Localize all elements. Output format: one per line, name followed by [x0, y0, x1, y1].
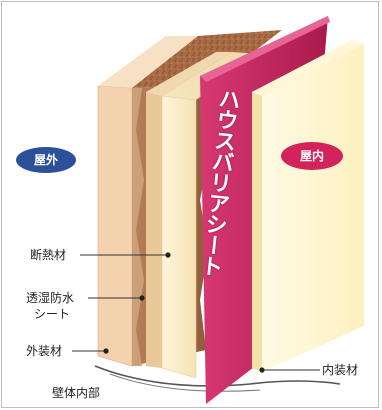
- outdoor-badge-shape: [16, 147, 76, 173]
- interior-material-slab: [252, 40, 364, 372]
- label-interior-material: 内装材: [322, 363, 359, 377]
- label-wall-interior: 壁体内部: [52, 386, 101, 400]
- indoor-badge: 屋内: [299, 149, 324, 163]
- indoor-badge-shape: [281, 142, 343, 170]
- label-insulation: 断熱材: [30, 248, 67, 262]
- label-exterior-material: 外装材: [26, 344, 63, 358]
- label-breathable-sheet-line1: 透湿防水: [26, 291, 75, 305]
- label-breathable-sheet-line2: シート: [34, 307, 71, 321]
- ground-line: [94, 365, 341, 387]
- outdoor-badge: 屋外: [33, 153, 58, 167]
